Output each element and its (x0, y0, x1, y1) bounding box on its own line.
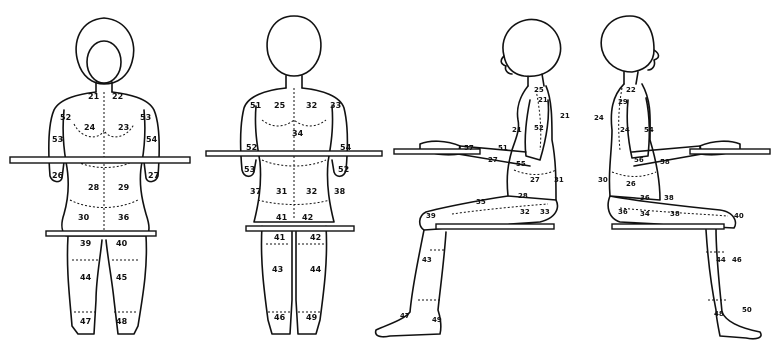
side-left-zone-label: 25 (534, 86, 544, 94)
back-zone-label: 49 (306, 313, 318, 322)
front-view-figure: 21 22 52 53 24 23 53 54 26 27 28 29 30 3… (10, 18, 190, 334)
side-left-zone-label: 21 (512, 126, 522, 134)
back-zone-label: 41 (274, 233, 286, 242)
back-zone-label: 52 (338, 165, 349, 174)
front-zone-label: 52 (60, 113, 71, 122)
side-right-zone-label: 46 (732, 256, 742, 264)
side-left-zone-label: 27 (530, 176, 540, 184)
side-view-right-figure: 22 29 24 24 54 58 30 56 26 36 36 38 38 3… (594, 16, 770, 339)
side-left-zone-label: 33 (540, 208, 550, 216)
front-zone-label: 44 (80, 273, 92, 282)
side-right-zone-label: 54 (644, 126, 654, 134)
side-left-zone-label: 51 (498, 144, 508, 152)
front-zone-label: 36 (118, 213, 130, 222)
front-zone-label: 48 (116, 317, 128, 326)
side-right-zone-label: 38 (670, 210, 680, 218)
back-zone-label: 53 (244, 165, 255, 174)
back-zone-label: 42 (302, 213, 313, 222)
side-left-zone-label: 35 (476, 198, 486, 206)
side-right-zone-label: 26 (626, 180, 636, 188)
side-right-zone-label: 58 (660, 158, 670, 166)
front-zone-label: 21 (88, 92, 100, 101)
back-zone-label: 33 (330, 101, 341, 110)
side-right-zone-label: 36 (640, 194, 650, 202)
front-zone-label: 27 (148, 171, 159, 180)
side-right-zone-label: 22 (626, 86, 636, 94)
back-zone-label: 46 (274, 313, 286, 322)
side-left-zone-label: 47 (400, 312, 410, 320)
side-right-zone-label: 56 (634, 156, 644, 164)
back-zone-label: 42 (310, 233, 321, 242)
back-zone-label: 52 (246, 143, 257, 152)
side-right-zone-label: 30 (598, 176, 608, 184)
front-zone-label: 23 (118, 123, 129, 132)
side-right-zone-label: 44 (716, 256, 726, 264)
side-left-zone-label: 39 (426, 212, 436, 220)
front-zone-label: 29 (118, 183, 130, 192)
front-zone-label: 53 (52, 135, 63, 144)
side-left-zone-label: 27 (488, 156, 498, 164)
front-zone-label: 30 (78, 213, 90, 222)
front-zone-label: 47 (80, 317, 91, 326)
front-zone-label: 39 (80, 239, 92, 248)
back-zone-label: 37 (250, 187, 261, 196)
side-left-zone-label: 32 (520, 208, 530, 216)
side-right-zone-label: 24 (594, 114, 604, 122)
back-zone-label: 51 (250, 101, 262, 110)
front-zone-label: 22 (112, 92, 123, 101)
side-right-zone-label: 40 (734, 212, 744, 220)
side-left-zone-label: 31 (554, 176, 564, 184)
side-left-zone-label: 49 (432, 316, 442, 324)
side-right-zone-label: 24 (620, 126, 630, 134)
back-zone-label: 31 (276, 187, 288, 196)
back-zone-label: 25 (274, 101, 286, 110)
side-left-zone-label: 52 (534, 124, 544, 132)
side-left-zone-label: 28 (518, 192, 528, 200)
back-zone-label: 32 (306, 187, 317, 196)
front-zone-label: 53 (140, 113, 151, 122)
back-zone-label: 43 (272, 265, 283, 274)
front-zone-label: 40 (116, 239, 128, 248)
front-zone-label: 26 (52, 171, 64, 180)
side-left-zone-label: 55 (516, 160, 526, 168)
side-right-zone-label: 36 (618, 208, 628, 216)
side-left-zone-label: 57 (464, 144, 474, 152)
side-right-zone-label: 48 (714, 310, 724, 318)
front-zone-label: 54 (146, 135, 158, 144)
back-zone-label: 32 (306, 101, 317, 110)
side-left-zone-label: 21 (538, 96, 548, 104)
front-zone-label: 28 (88, 183, 100, 192)
front-zone-label: 45 (116, 273, 128, 282)
side-right-zone-label: 50 (742, 306, 752, 314)
side-view-left-figure: 25 21 21 52 21 51 57 27 55 27 31 35 28 3… (376, 19, 570, 336)
back-view-figure: 51 25 32 33 34 52 54 53 52 31 32 37 38 4… (206, 16, 382, 334)
back-zone-label: 41 (276, 213, 288, 222)
back-zone-label: 54 (340, 143, 352, 152)
back-zone-label: 34 (292, 129, 304, 138)
back-zone-label: 38 (334, 187, 346, 196)
side-right-zone-label: 29 (618, 98, 628, 106)
back-zone-label: 44 (310, 265, 322, 274)
side-right-zone-label: 38 (664, 194, 674, 202)
side-left-zone-label: 43 (422, 256, 432, 264)
side-right-zone-label: 34 (640, 210, 650, 218)
front-zone-label: 24 (84, 123, 96, 132)
side-left-zone-label: 21 (560, 112, 570, 120)
